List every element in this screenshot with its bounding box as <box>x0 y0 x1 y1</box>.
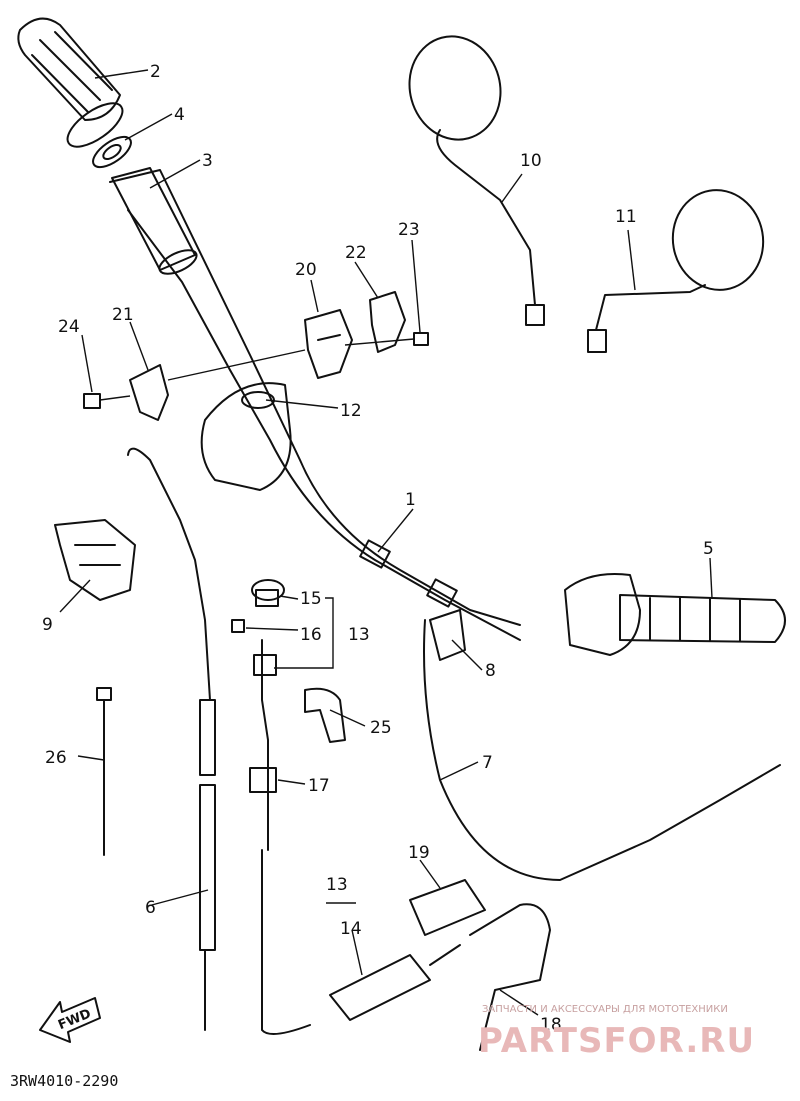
label-part-10: 10 <box>520 151 542 171</box>
leader-lines <box>59 69 713 1016</box>
switch-lead <box>329 944 461 1021</box>
switch-holder <box>304 309 353 379</box>
label-part-8: 8 <box>485 661 496 681</box>
label-part-13-upper: 13 <box>348 625 370 645</box>
label-part-7: 7 <box>482 753 493 773</box>
label-part-24: 24 <box>58 317 80 337</box>
label-part-4: 4 <box>174 105 185 125</box>
label-part-6: 6 <box>145 898 156 918</box>
label-part-13-lower: 13 <box>326 875 348 895</box>
cable-tie <box>96 687 112 856</box>
speedometer-cable <box>231 579 311 1035</box>
label-part-11: 11 <box>615 207 637 227</box>
watermark-brand: PARTSFOR.RU <box>478 1021 755 1061</box>
label-part-14: 14 <box>340 919 362 939</box>
label-part-2: 2 <box>150 62 161 82</box>
clutch-cable <box>423 609 781 881</box>
label-part-18: 18 <box>540 1015 562 1035</box>
right-grip <box>619 594 786 643</box>
label-part-23: 23 <box>398 220 420 240</box>
handlebar <box>109 169 521 641</box>
throttle-housing <box>200 382 292 491</box>
label-part-1: 1 <box>405 490 416 510</box>
cable-guide <box>129 349 306 421</box>
label-part-3: 3 <box>202 151 213 171</box>
mirror-left <box>408 35 545 326</box>
watermark: ЗАПЧАСТИ И АКСЕССУАРЫ ДЛЯ МОТОТЕХНИКИ PA… <box>478 1004 755 1061</box>
mirror-right <box>587 189 765 353</box>
label-part-12: 12 <box>340 401 362 421</box>
throttle-cable <box>127 447 216 1031</box>
label-part-9: 9 <box>42 615 53 635</box>
grip-washer <box>92 135 132 169</box>
label-part-16: 16 <box>300 625 322 645</box>
watermark-tagline: ЗАПЧАСТИ И АКСЕССУАРЫ ДЛЯ МОТОТЕХНИКИ <box>482 1004 728 1015</box>
cable-clamp <box>304 687 346 743</box>
label-part-22: 22 <box>345 243 367 263</box>
label-part-5: 5 <box>703 539 714 559</box>
connector-cover <box>409 879 486 936</box>
clutch-switch-wire <box>469 903 551 1051</box>
lever-holder <box>54 519 136 601</box>
label-part-15: 15 <box>300 589 322 609</box>
diagram-code: 3RW4010-2290 <box>10 1072 118 1090</box>
fwd-arrow: FWD <box>39 997 101 1043</box>
holder-screw <box>344 332 429 346</box>
label-part-21: 21 <box>112 305 134 325</box>
label-part-20: 20 <box>295 260 317 280</box>
part-labels: 2 4 3 10 11 20 22 23 24 21 12 1 5 9 15 1… <box>42 62 714 1035</box>
right-switch-housing <box>564 573 641 656</box>
label-part-25: 25 <box>370 718 392 738</box>
left-grip <box>17 17 124 148</box>
holder-bracket <box>369 291 406 353</box>
label-part-19: 19 <box>408 843 430 863</box>
throttle-sleeve <box>111 167 198 275</box>
label-part-17: 17 <box>308 776 330 796</box>
label-part-26: 26 <box>45 748 67 768</box>
guide-screw <box>83 393 131 409</box>
